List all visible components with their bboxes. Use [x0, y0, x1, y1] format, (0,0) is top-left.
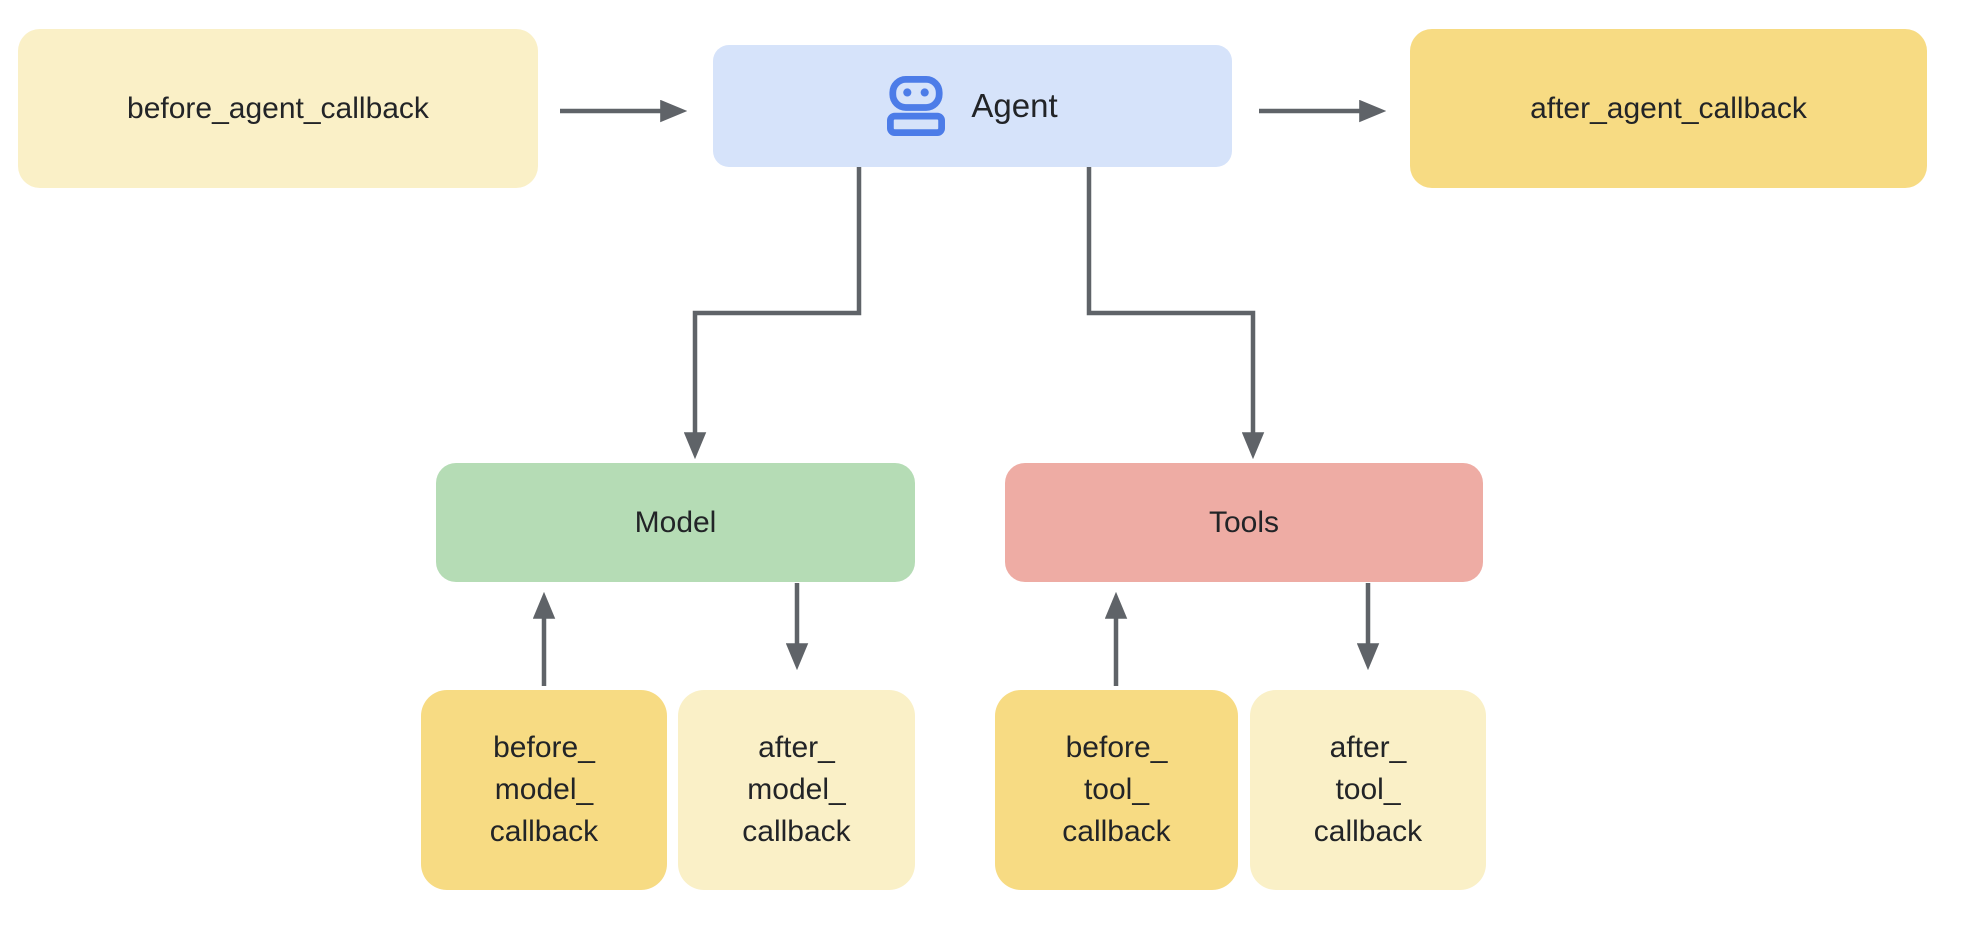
- node-label-line: callback: [742, 815, 851, 848]
- edge-agent-to-model: [683, 167, 862, 460]
- node-tools: Tools: [1005, 463, 1483, 582]
- node-after-agent-callback: after_agent_callback: [1410, 29, 1927, 188]
- node-before-tool-callback: before_ tool_ callback: [995, 690, 1238, 890]
- node-label: after_agent_callback: [1530, 91, 1807, 125]
- node-label-line: callback: [489, 815, 599, 848]
- node-label-line: model_: [494, 773, 594, 806]
- node-agent: Agent: [713, 45, 1232, 167]
- node-label-line: after_: [758, 731, 835, 764]
- node-label-line: tool_: [1083, 773, 1150, 806]
- node-before-agent-callback: before_agent_callback: [18, 29, 538, 188]
- edge-agent-to-tools: [1086, 167, 1265, 460]
- node-label: before_agent_callback: [127, 91, 429, 125]
- node-label-line: before_: [1065, 731, 1168, 764]
- node-label-line: before_: [493, 731, 595, 764]
- node-model: Model: [436, 463, 915, 582]
- node-label-line: after_: [1329, 731, 1407, 764]
- node-after-model-callback: after_ model_ callback: [678, 690, 915, 890]
- node-label-line: callback: [1062, 815, 1171, 848]
- node-after-tool-callback: after_ tool_ callback: [1250, 690, 1486, 890]
- robot-icon: [887, 76, 946, 136]
- node-label: Agent: [971, 87, 1058, 125]
- node-label: Tools: [1208, 505, 1280, 539]
- node-label-line: model_: [747, 773, 846, 806]
- node-label-line: tool_: [1335, 773, 1401, 806]
- node-label: Model: [634, 505, 717, 539]
- node-before-model-callback: before_ model_ callback: [421, 690, 667, 890]
- node-label-line: callback: [1313, 815, 1423, 848]
